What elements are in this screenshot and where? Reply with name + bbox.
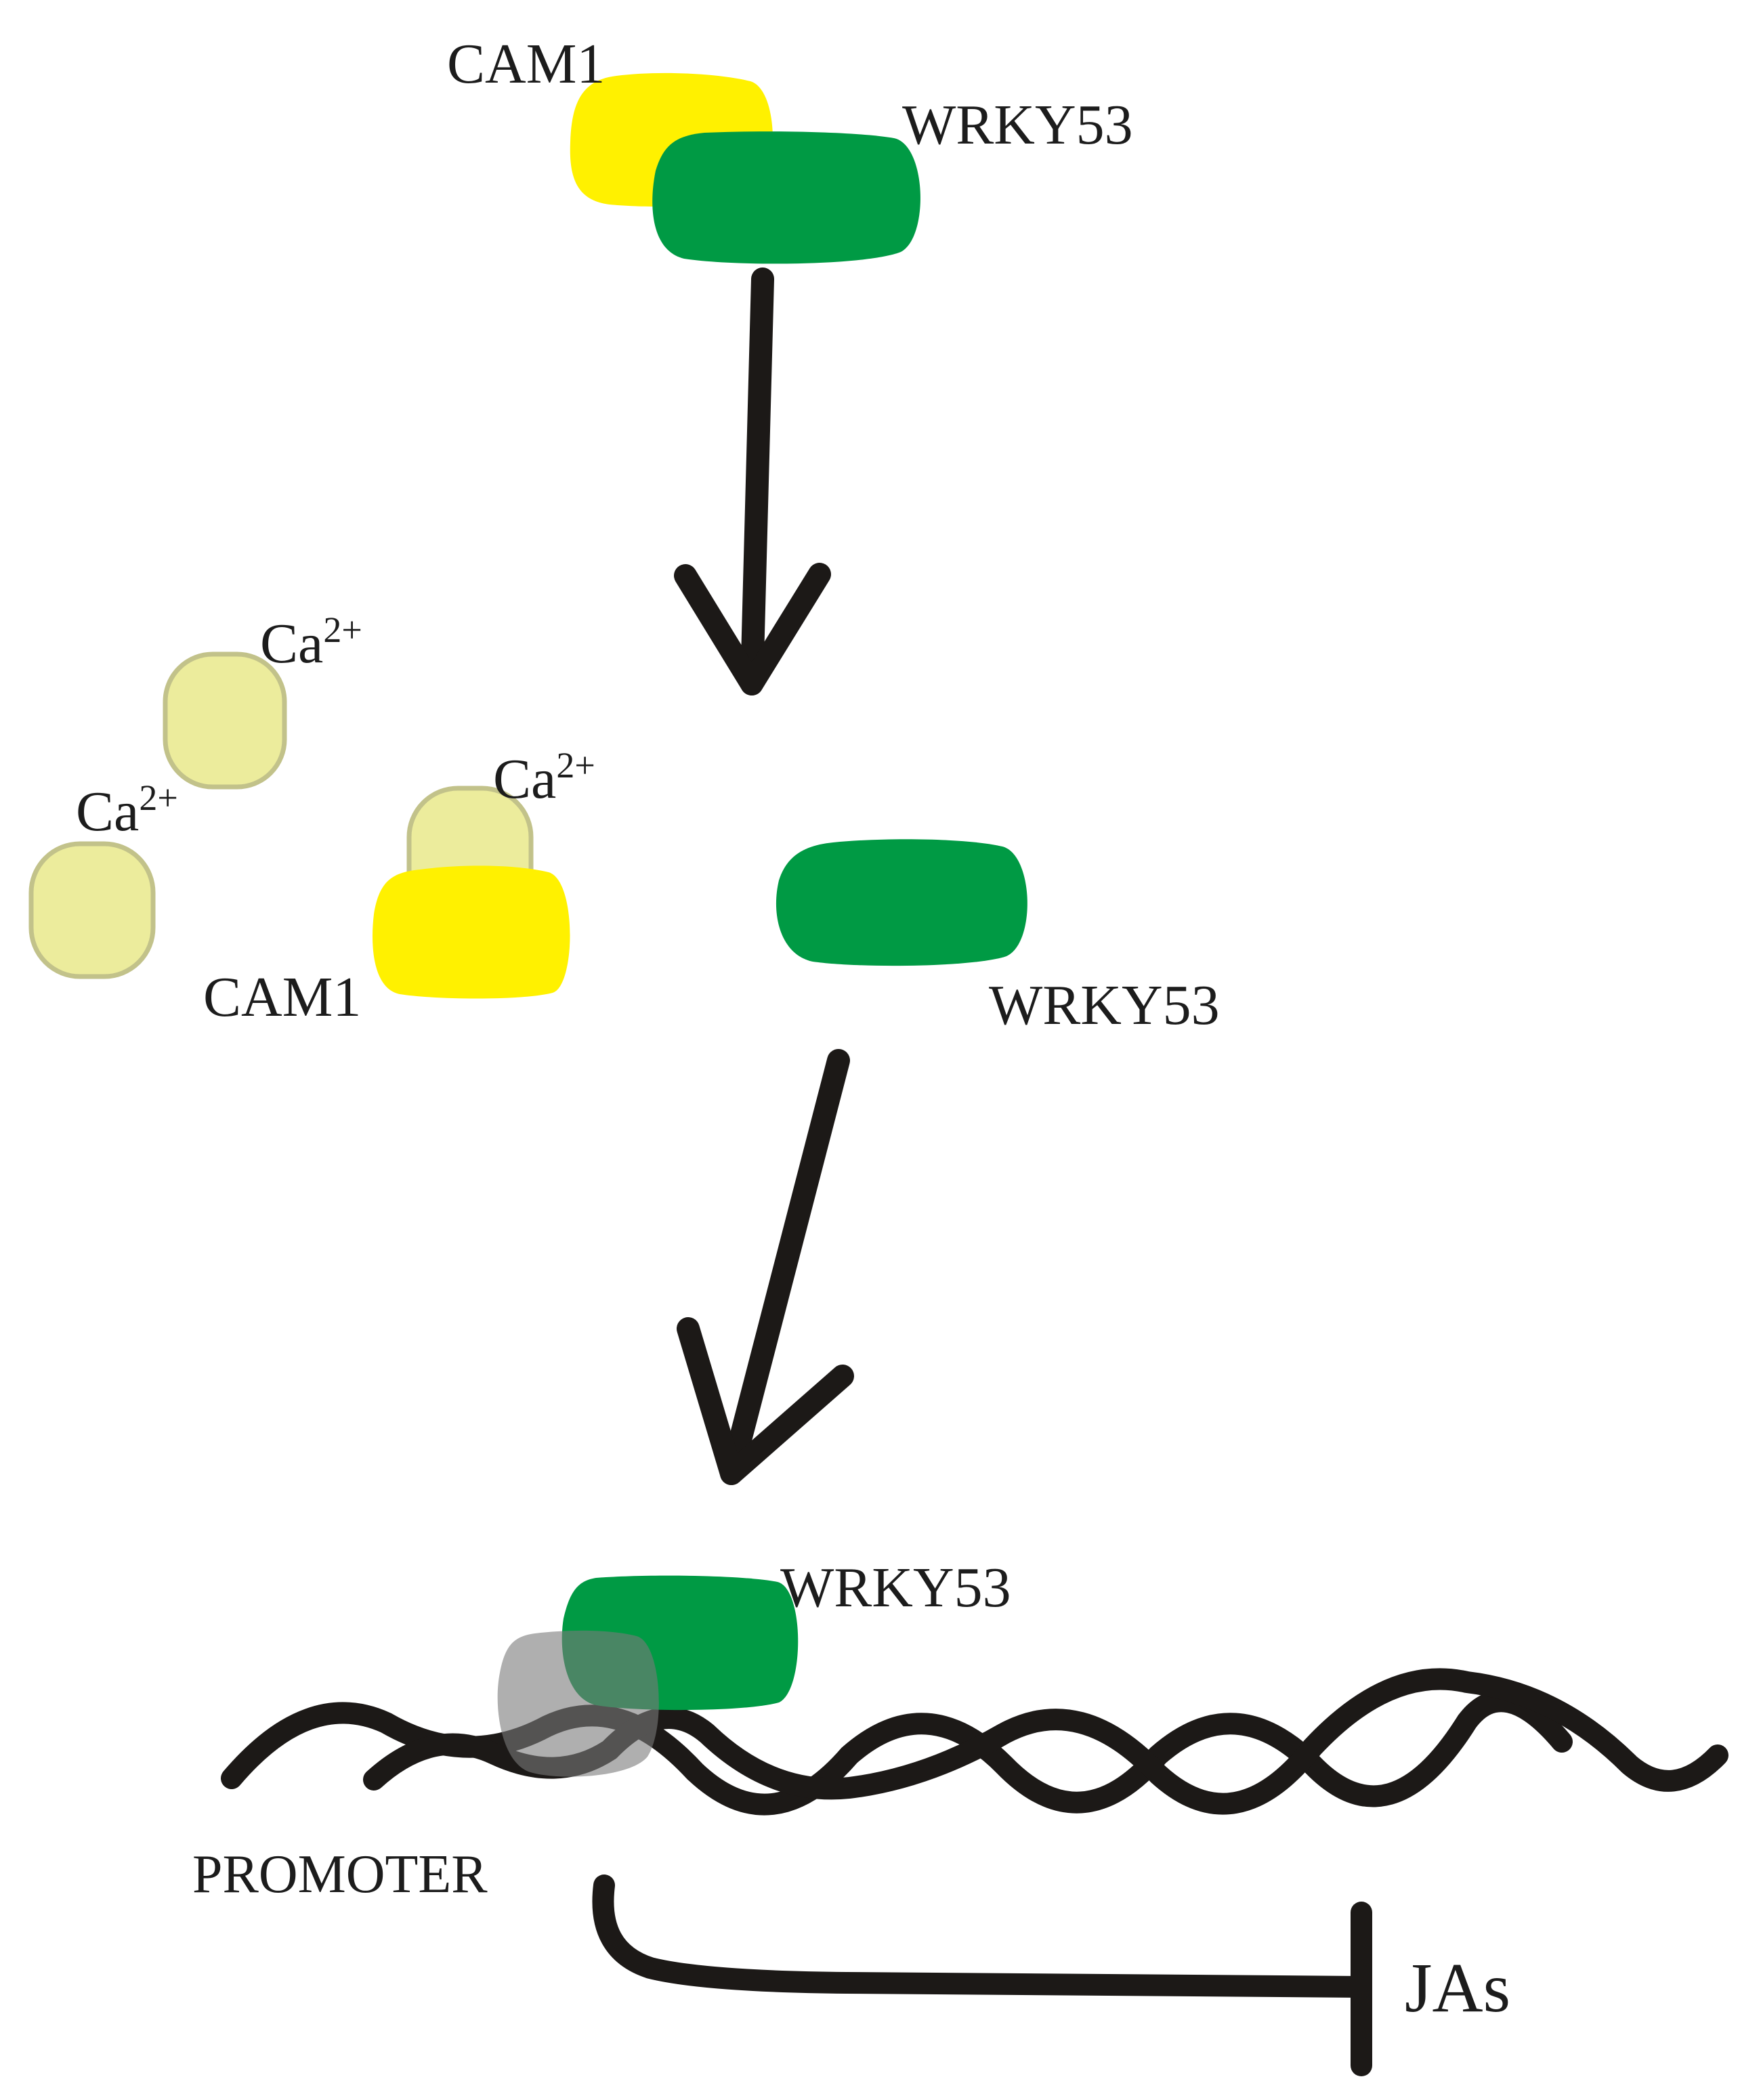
promoter-binding-site [497,1630,659,1777]
promoter-label: PROMOTER [192,1845,488,1904]
arrow-dissociation [674,267,831,695]
mid-cam1-label: CAM1 [203,966,361,1029]
arrow-2-head [677,1317,854,1485]
calcium-ion-left [28,841,156,979]
arrow-2-shaft [720,1049,850,1485]
top-wrky53-protein [652,131,920,264]
top-wrky53-label: WRKY53 [902,93,1133,156]
calcium-ion-upper-label: Ca2+ [260,609,362,675]
inhibition-line [592,1874,1372,1998]
calcium-ion-upper [163,651,287,790]
mid-wrky53-protein [776,839,1027,966]
calcium-ion-labels: Ca2+ Ca2+ Ca2+ [76,609,595,843]
jas-inhibition [592,1874,1372,2076]
bottom-wrky53-label: WRKY53 [780,1556,1011,1619]
top-cam1-label: CAM1 [447,33,605,95]
arrow-1-head [674,563,831,695]
dna-double-helix [221,1668,1728,1816]
calcium-ion-left-label: Ca2+ [76,777,178,843]
arrow-translocation [677,1049,854,1485]
calcium-ion-on-cam1-label: Ca2+ [493,745,595,811]
top-complex: CAM1 WRKY53 [447,33,1133,264]
arrow-1-shaft [740,267,774,695]
mid-wrky53-label: WRKY53 [989,974,1220,1037]
mid-cam1-protein [372,865,570,999]
jas-label: JAs [1405,1949,1510,2027]
